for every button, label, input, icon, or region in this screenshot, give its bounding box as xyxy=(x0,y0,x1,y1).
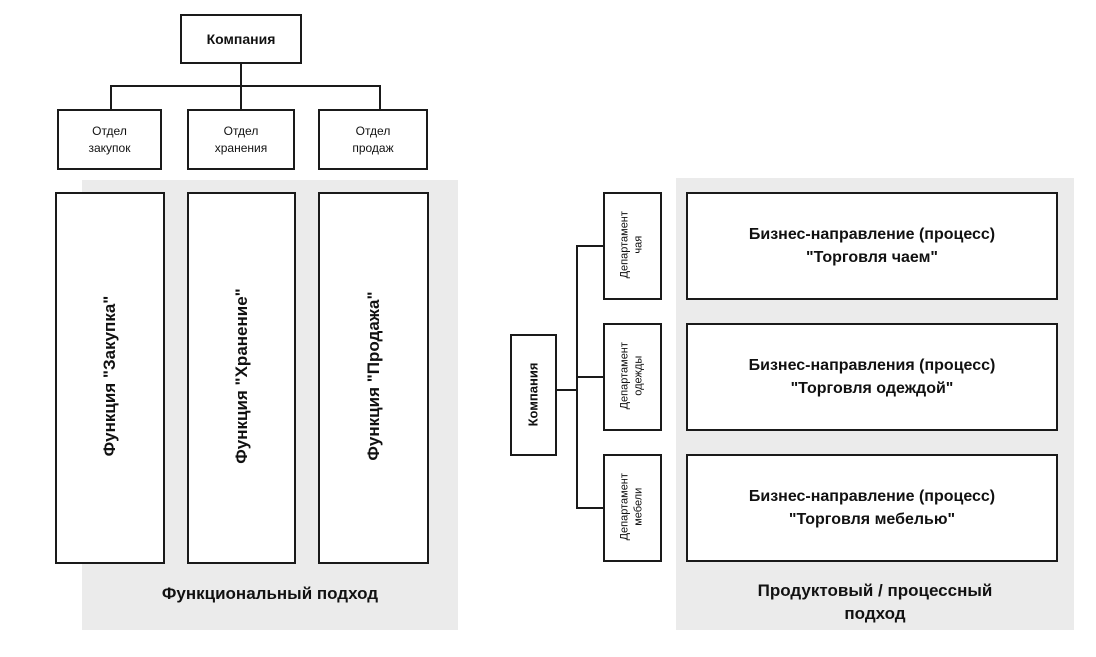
function-sales-column: Функция "Продажа" xyxy=(318,192,429,564)
department-tea: Департамент чая xyxy=(603,192,662,300)
function-purchase-column: Функция "Закупка" xyxy=(55,192,165,564)
product-company-box: Компания xyxy=(510,334,557,456)
functional-connector-middle xyxy=(240,85,242,110)
product-connector-bottom xyxy=(576,507,604,509)
department-sales-label: Отдел продаж xyxy=(352,124,394,155)
department-sales: Отдел продаж xyxy=(318,109,428,170)
product-connector-horizontal xyxy=(557,389,577,391)
product-approach-caption: Продуктовый / процессный подход xyxy=(757,581,993,623)
department-storage-label: Отдел хранения xyxy=(214,124,268,155)
department-purchasing-label: Отдел закупок xyxy=(88,124,131,155)
product-connector-top xyxy=(576,245,604,247)
business-clothing-box: Бизнес-направления (процесс) "Торговля о… xyxy=(686,323,1058,431)
functional-connector-right xyxy=(379,85,381,110)
department-tea-label: Департамент чая xyxy=(618,211,644,279)
function-storage-column: Функция "Хранение" xyxy=(187,192,296,564)
department-purchasing: Отдел закупок xyxy=(57,109,162,170)
product-company-label: Компания xyxy=(525,362,541,427)
department-storage: Отдел хранения xyxy=(187,109,295,170)
functional-company-box: Компания xyxy=(180,14,302,64)
business-furniture-box: Бизнес-направление (процесс) "Торговля м… xyxy=(686,454,1058,562)
department-furniture: Департамент мебели xyxy=(603,454,662,562)
business-tea-label: Бизнес-направление (процесс) "Торговля ч… xyxy=(748,225,996,266)
functional-connector-vertical xyxy=(240,64,242,86)
functional-connector-left xyxy=(110,85,112,110)
department-clothing: Департамент одежды xyxy=(603,323,662,431)
business-tea-box: Бизнес-направление (процесс) "Торговля ч… xyxy=(686,192,1058,300)
business-furniture-label: Бизнес-направление (процесс) "Торговля м… xyxy=(748,487,996,528)
function-storage-label: Функция "Хранение" xyxy=(232,288,251,464)
functional-connector-horizontal xyxy=(110,85,380,87)
business-clothing-label: Бизнес-направления (процесс) "Торговля о… xyxy=(748,356,996,397)
department-furniture-label: Департамент мебели xyxy=(618,473,644,541)
functional-company-label: Компания xyxy=(206,31,276,47)
department-clothing-label: Департамент одежды xyxy=(618,342,644,410)
function-sales-label: Функция "Продажа" xyxy=(364,291,383,461)
product-connector-middle xyxy=(576,376,604,378)
function-purchase-label: Функция "Закупка" xyxy=(100,295,119,457)
functional-approach-caption: Функциональный подход xyxy=(161,584,379,603)
